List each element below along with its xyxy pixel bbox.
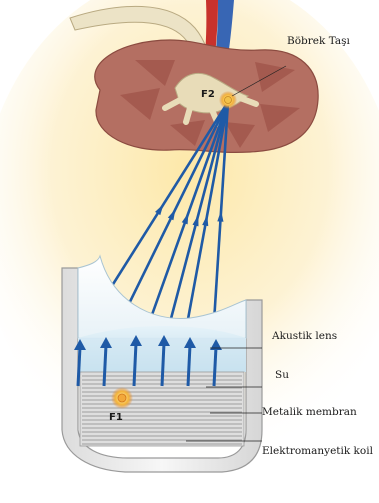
cup-wave-arrow (78, 347, 80, 386)
kidney-stone-label: Böbrek Taşı (287, 36, 350, 47)
stone-spark-icon (225, 97, 232, 104)
electromagnetic-coil-label: Elektromanyetik koil (262, 446, 373, 457)
cup-wave-arrow (214, 347, 216, 386)
metal-membrane-label: Metalik membran (262, 407, 357, 418)
cup-wave-arrow (162, 343, 164, 386)
cup-wave-arrow (104, 345, 106, 386)
f1-label: F1 (109, 413, 123, 423)
cup-wave-arrow (134, 343, 136, 386)
f2-label: F2 (201, 90, 215, 100)
cup-wave-arrow (188, 345, 190, 386)
acoustic-lens-label: Akustik lens (272, 331, 337, 342)
water-label: Su (275, 370, 289, 381)
shock-source-spark-icon (118, 394, 126, 402)
